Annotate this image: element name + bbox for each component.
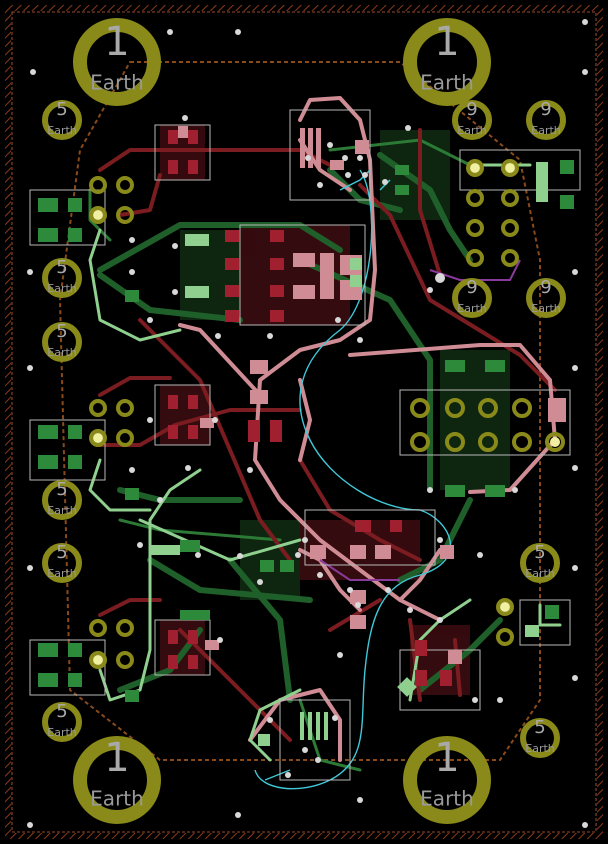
front-copper-traces xyxy=(98,128,557,742)
svg-text:9: 9 xyxy=(466,99,477,120)
hole-net: Earth xyxy=(420,787,474,811)
svg-text:5: 5 xyxy=(56,479,67,500)
svg-text:5: 5 xyxy=(56,701,67,722)
svg-text:5: 5 xyxy=(534,542,545,563)
svg-text:5: 5 xyxy=(56,321,67,342)
svg-text:Earth: Earth xyxy=(531,302,561,315)
svg-text:Earth: Earth xyxy=(457,302,487,315)
svg-text:Earth: Earth xyxy=(47,726,77,739)
hole-number: 1 xyxy=(104,735,129,781)
copper-zone-outline xyxy=(58,61,541,761)
svg-text:Earth: Earth xyxy=(47,567,77,580)
svg-text:9: 9 xyxy=(540,99,551,120)
svg-text:Earth: Earth xyxy=(525,742,555,755)
mounting-hole-bottom-left: 1 Earth xyxy=(73,735,161,824)
front-pink-traces xyxy=(178,96,557,762)
svg-text:5: 5 xyxy=(56,542,67,563)
mounting-hole-bottom-right: 1 Earth xyxy=(403,735,491,824)
hole-net: Earth xyxy=(90,787,144,811)
svg-text:Earth: Earth xyxy=(47,346,77,359)
svg-text:Earth: Earth xyxy=(47,282,77,295)
through-hole-pads-highlighted xyxy=(93,163,560,665)
svg-text:5: 5 xyxy=(56,99,67,120)
vias xyxy=(27,19,588,828)
svg-text:5: 5 xyxy=(534,717,545,738)
through-hole-pads xyxy=(89,159,565,669)
svg-text:Earth: Earth xyxy=(47,124,77,137)
back-pads xyxy=(38,160,574,702)
svg-text:Earth: Earth xyxy=(457,124,487,137)
svg-text:9: 9 xyxy=(540,277,551,298)
svg-text:Earth: Earth xyxy=(531,124,561,137)
hole-number: 1 xyxy=(434,19,459,65)
hole-number: 1 xyxy=(104,19,129,65)
svg-text:9: 9 xyxy=(466,277,477,298)
front-pads xyxy=(150,126,566,746)
mounting-hole-top-right: 1 Earth xyxy=(403,18,491,106)
svg-text:Earth: Earth xyxy=(47,504,77,517)
mounting-hole-top-left: 1 Earth xyxy=(73,18,161,106)
hole-number: 1 xyxy=(434,735,459,781)
board-edge-keepout xyxy=(5,5,603,839)
hole-net: Earth xyxy=(420,71,474,95)
hole-net: Earth xyxy=(90,71,144,95)
svg-text:Earth: Earth xyxy=(525,567,555,580)
silkscreen-outlines xyxy=(29,109,581,781)
svg-text:5: 5 xyxy=(56,257,67,278)
inner-layer-traces xyxy=(319,259,521,581)
